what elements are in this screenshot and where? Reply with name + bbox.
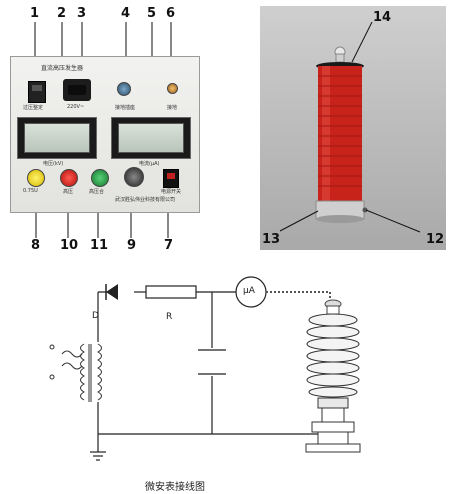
maker-label: 武汉胜弘伟业科技有限公司: [115, 197, 176, 203]
callout-14: 14: [373, 10, 392, 25]
diode-d: [106, 284, 118, 300]
callout-13: 13: [262, 232, 281, 247]
callout-11: 11: [90, 238, 109, 253]
voltage-doubler-photo: 14 13 12: [260, 6, 446, 250]
microammeter: [111, 117, 191, 159]
microammeter-label: 电流(μA): [139, 161, 160, 167]
overvoltage-setting-switch[interactable]: [28, 81, 46, 103]
overvoltage-label: 过压整定: [23, 105, 44, 111]
callout-2: 2: [57, 6, 67, 21]
callout-4: 4: [121, 6, 131, 21]
green-button-label: 高压合: [89, 189, 105, 195]
callout-10: 10: [60, 238, 79, 253]
microammeter-wiring-diagram: [49, 276, 361, 461]
callout-6: 6: [166, 6, 176, 21]
voltmeter: [17, 117, 97, 159]
meter-label: μA: [243, 286, 255, 296]
high-voltage-bushing: [305, 299, 361, 453]
cylinder-ribs: [318, 75, 362, 187]
callout-12: 12: [426, 232, 445, 247]
green-button-hv-on[interactable]: [91, 169, 109, 187]
resistor-label: R: [166, 312, 173, 322]
voltage-adjust-knob[interactable]: [124, 167, 144, 187]
callout-9: 9: [127, 238, 137, 253]
voltmeter-label: 电压(kV): [43, 161, 64, 167]
yellow-button-label: 0.75U: [23, 188, 38, 194]
voltage-label: 220V~: [67, 104, 85, 110]
ac-source-icon: [49, 344, 83, 380]
callout-8: 8: [31, 238, 41, 253]
ground-socket[interactable]: [117, 82, 131, 96]
panel-title: 直流高压发生器: [41, 65, 84, 72]
yellow-button-075u[interactable]: [27, 169, 45, 187]
ground-terminal[interactable]: [167, 83, 178, 94]
callout-3: 3: [77, 6, 87, 21]
callout-1: 1: [30, 6, 40, 21]
red-button-hv-off[interactable]: [60, 169, 78, 187]
callout-7: 7: [164, 238, 174, 253]
shielded-lead: [266, 291, 331, 302]
ground-socket-label: 接地插座: [115, 105, 136, 111]
power-switch-label: 电源开关: [161, 189, 182, 195]
power-inlet-socket[interactable]: [63, 79, 91, 101]
diode-label: D: [92, 311, 99, 321]
voltage-doubler-drawing: [279, 21, 421, 233]
ground-label: 接地: [167, 105, 178, 111]
diagram-caption: 微安表接线图: [145, 482, 205, 493]
transformer-coils: [80, 343, 102, 402]
red-button-label: 高压: [63, 189, 74, 195]
control-panel: 直流高压发生器 过压整定 220V~ 接地插座 接地 电压(kV) 电流(μA)…: [10, 56, 200, 213]
callout-5: 5: [147, 6, 157, 21]
power-switch[interactable]: [163, 169, 179, 188]
resistor-r: [145, 285, 197, 299]
